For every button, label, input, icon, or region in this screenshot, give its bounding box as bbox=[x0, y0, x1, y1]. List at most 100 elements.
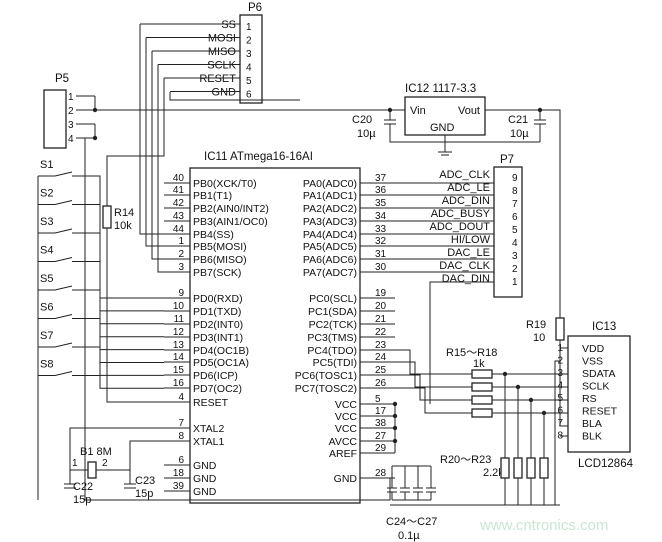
r19-ref: R19 bbox=[526, 319, 546, 331]
mcu-pin-number: 7 bbox=[178, 418, 184, 429]
switch-label: S5 bbox=[40, 273, 53, 285]
crystal-pin: 1 bbox=[72, 458, 78, 469]
mcu-pin-label: PA7(ADC7) bbox=[303, 267, 357, 279]
p7-pin: 2 bbox=[512, 264, 518, 275]
switch-wire bbox=[72, 375, 164, 389]
switch-lever bbox=[54, 371, 73, 376]
switch-wire bbox=[72, 346, 164, 376]
spi-wire bbox=[157, 64, 164, 273]
switch-lever bbox=[54, 314, 73, 319]
mcu-pin-number: 18 bbox=[173, 468, 185, 479]
mcu-pin-number: 14 bbox=[173, 352, 185, 363]
mcu-pin-number: 26 bbox=[375, 378, 387, 389]
crystal-ref: B1 8M bbox=[80, 446, 112, 458]
mcu-pin-label: PB7(SCK) bbox=[193, 267, 241, 279]
lcd-pin-label: SDATA bbox=[582, 368, 615, 380]
junction-dot bbox=[537, 107, 543, 113]
lcd-pin-number: 7 bbox=[557, 418, 563, 429]
wire bbox=[389, 124, 540, 143]
mcu-pin-label: PD6(ICP) bbox=[193, 370, 238, 382]
c22-val: 15p bbox=[73, 494, 91, 506]
c21-val: 10µ bbox=[510, 128, 529, 140]
resistor-r19 bbox=[555, 317, 565, 341]
p7-signal: DAC_LE bbox=[447, 247, 490, 259]
mcu-pin-number: 20 bbox=[375, 301, 387, 312]
junction-dot bbox=[515, 384, 521, 390]
mcu-pin-label: PB2(AIN0/INT2) bbox=[193, 203, 269, 215]
mcu-pin-number: 17 bbox=[375, 406, 387, 417]
mcu-pin-label: PB1(T1) bbox=[193, 190, 232, 202]
mcu-pin-number: 16 bbox=[173, 378, 185, 389]
mcu-pin-label: PA5(ADC5) bbox=[303, 241, 357, 253]
p6-pin: 2 bbox=[246, 36, 252, 47]
lcd-pin-number: 6 bbox=[557, 406, 563, 417]
mcu-pin-label: PA4(ADC4) bbox=[303, 229, 357, 241]
switch-label: S7 bbox=[40, 330, 53, 342]
mcu-pin-number: 40 bbox=[173, 173, 185, 184]
p6-signal: MOSI bbox=[208, 33, 236, 45]
p7-signal: ADC_LE bbox=[447, 182, 490, 194]
switch-lever bbox=[54, 200, 73, 205]
mcu-pin-number: 39 bbox=[173, 481, 185, 492]
mcu-pin-number: 38 bbox=[375, 418, 387, 429]
mcu-pin-label: RESET bbox=[193, 397, 229, 409]
mcu-pin-label: VCC bbox=[335, 423, 358, 435]
r14-val: 10k bbox=[114, 220, 132, 232]
mcu-pin-number: 30 bbox=[375, 262, 387, 273]
switch-label: S6 bbox=[40, 302, 53, 314]
r15-val: 1k bbox=[473, 358, 485, 370]
mcu-pin-label: PD3(INT1) bbox=[193, 332, 243, 344]
switch-label: S3 bbox=[40, 216, 53, 228]
mcu-pin-number: 42 bbox=[173, 198, 185, 209]
p5-pin: 3 bbox=[68, 120, 74, 131]
p6-pin: 1 bbox=[246, 22, 252, 33]
mcu-pin-number: 33 bbox=[375, 224, 387, 235]
resistor-r15-r18 bbox=[471, 408, 493, 418]
mcu-pin-number: 25 bbox=[375, 365, 387, 376]
junction-dot bbox=[392, 425, 398, 431]
resistor-r15-r18 bbox=[471, 395, 493, 405]
wire bbox=[69, 427, 164, 470]
mcu-pin-label: PB6(MISO) bbox=[193, 254, 247, 266]
regulator-vout: Vout bbox=[458, 105, 480, 117]
mcu-pin-label: GND bbox=[193, 460, 217, 472]
c23-ref: C23 bbox=[135, 475, 155, 487]
vout-wire bbox=[485, 109, 561, 318]
mcu-pin-number: 4 bbox=[178, 392, 184, 403]
mcu-pin-number: 31 bbox=[375, 249, 387, 260]
p7-ref: P7 bbox=[500, 154, 514, 166]
mcu-pin-number: 9 bbox=[178, 288, 184, 299]
switch-lever bbox=[54, 285, 73, 291]
mcu-pin-label: VCC bbox=[335, 399, 358, 411]
mcu-pin-label: PA3(ADC3) bbox=[303, 216, 357, 228]
junction-dot bbox=[541, 410, 547, 416]
mcu-pin-number: 2 bbox=[178, 249, 184, 260]
p7-connector bbox=[493, 166, 523, 298]
mcu-pin-number: 34 bbox=[375, 211, 387, 222]
r19-val: 10 bbox=[533, 332, 545, 344]
mcu-pin-number: 36 bbox=[375, 185, 387, 196]
p7-signal: DAC_CLK bbox=[439, 260, 490, 272]
mcu-pin-label: PD7(OC2) bbox=[193, 383, 242, 395]
c20-ref: C20 bbox=[352, 114, 372, 126]
mcu-pin-number: 13 bbox=[173, 340, 185, 351]
lcd-module bbox=[567, 335, 631, 453]
mcu-pin-label: PA0(ADC0) bbox=[303, 178, 357, 190]
mcu-pin-label: PC4(TDO) bbox=[307, 345, 357, 357]
regulator-gnd: GND bbox=[430, 122, 455, 134]
mcu-pin-number: 5 bbox=[375, 394, 381, 405]
lcd-pin-label: VDD bbox=[582, 343, 605, 355]
dac-wire bbox=[429, 281, 494, 404]
mcu-pin-label: PC2(TCK) bbox=[309, 319, 357, 331]
mcu-pin-label: PA1(ADC1) bbox=[303, 190, 357, 202]
mcu-ref: IC11 ATmega16-16AI bbox=[204, 151, 313, 163]
resistor-r14 bbox=[102, 205, 112, 229]
junction-dot bbox=[392, 438, 398, 444]
lcd-pin-label: SCLK bbox=[582, 381, 609, 393]
lcd-pin-label: BLA bbox=[582, 418, 602, 430]
mcu-pin-number: 35 bbox=[375, 198, 387, 209]
c22-ref: C22 bbox=[73, 481, 93, 493]
c24-ref: C24～C27 bbox=[386, 516, 437, 528]
mcu-pin-label: PC3(TMS) bbox=[307, 332, 357, 344]
